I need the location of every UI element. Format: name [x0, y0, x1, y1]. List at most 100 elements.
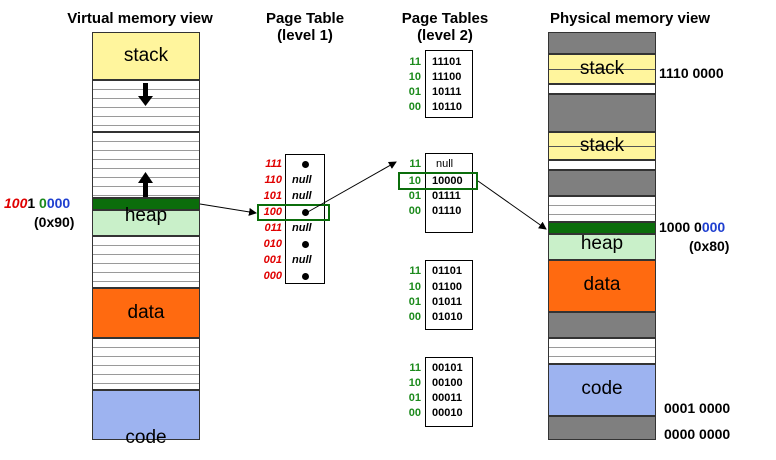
- level2-index: 10: [408, 71, 421, 83]
- level1-pointer-dot: [302, 209, 309, 216]
- level2-entry: 00100: [432, 377, 463, 389]
- virtual-code-label: code: [125, 427, 167, 448]
- level2-entry: null: [436, 158, 454, 170]
- level2-index: 01: [408, 86, 421, 98]
- level2-index: 00: [408, 205, 421, 217]
- level1-index: 110: [264, 174, 282, 186]
- level2-index: 10: [408, 281, 421, 293]
- virtual-address-black: 1: [27, 195, 36, 211]
- virtual-heap-label: heap: [124, 205, 168, 226]
- level2-index: 01: [408, 296, 421, 308]
- level2-index: 01: [408, 190, 421, 202]
- level2-table-2: [425, 153, 473, 233]
- virtual-address-hex: (0x90): [34, 214, 75, 230]
- level2-entry: 10111: [432, 86, 462, 98]
- arrow-level1-to-level2: [305, 161, 397, 214]
- physical-stack-segment-2: stack: [548, 132, 656, 160]
- level2-index: 11: [409, 362, 421, 374]
- virtual-address: 1001 0000: [4, 195, 70, 211]
- level2-index: 10: [408, 377, 421, 389]
- physical-address-code: 0001 0000: [664, 400, 731, 416]
- physical-unused-block: [548, 32, 656, 54]
- level2-table-1: [425, 50, 473, 118]
- page-table-level1-title-line1: Page Table: [265, 10, 345, 27]
- physical-address-heap-hex: (0x80): [689, 238, 730, 254]
- level2-table-4: [425, 357, 473, 427]
- level1-pointer-dot: [302, 241, 309, 248]
- level1-pointer-dot: [302, 161, 309, 168]
- physical-heap-bar: [548, 222, 656, 234]
- physical-stack-segment-1: stack: [548, 54, 656, 84]
- physical-heap-label: heap: [580, 233, 624, 254]
- virtual-address-blue: 000: [46, 195, 71, 211]
- level1-highlight: [257, 204, 330, 221]
- virtual-code-segment: code: [92, 390, 200, 448]
- level1-index: 100: [263, 206, 282, 218]
- level1-pointer-dot: [302, 273, 309, 280]
- level2-entry: 10110: [432, 101, 462, 113]
- level2-index: 11: [409, 265, 421, 277]
- level2-highlight: [398, 172, 478, 190]
- virtual-free-area: [92, 132, 200, 198]
- physical-free-area: [548, 84, 656, 94]
- physical-stack-label-1: stack: [579, 58, 625, 79]
- physical-code-segment: code: [548, 364, 656, 416]
- page-table-level2-title-line1: Page Tables: [401, 10, 489, 27]
- physical-stack-label-2: stack: [579, 135, 625, 156]
- level1-index: 001: [263, 254, 282, 266]
- level1-null: null: [292, 222, 312, 234]
- level2-entry: 01110: [432, 205, 462, 217]
- physical-free-area: [548, 160, 656, 170]
- virtual-address-red: 100: [4, 195, 28, 211]
- level2-entry: 00101: [432, 362, 463, 374]
- level2-entry: 01111: [432, 190, 461, 202]
- physical-unused-block: [548, 312, 656, 338]
- page-table-level1-title: Page Table (level 1): [245, 10, 365, 44]
- level2-entry: 00011: [432, 392, 462, 404]
- physical-address-bottom: 0000 0000: [664, 426, 731, 442]
- level2-table-3: [425, 260, 473, 330]
- virtual-data-label: data: [127, 302, 165, 323]
- level2-entry: 00010: [432, 407, 463, 419]
- stack-growth-down-arrow: [138, 83, 153, 106]
- level2-index: 00: [408, 101, 421, 113]
- physical-free-area: [548, 196, 656, 222]
- physical-unused-block: [548, 170, 656, 196]
- arrow-level2-to-physical: [477, 180, 547, 230]
- heap-growth-up-arrow: [138, 172, 153, 197]
- virtual-memory-title: Virtual memory view: [67, 10, 213, 27]
- physical-unused-block: [548, 416, 656, 440]
- level2-index: 11: [409, 56, 421, 68]
- level1-null: null: [292, 190, 312, 202]
- arrow-virtual-to-level1: [199, 203, 257, 216]
- physical-address-heap-blue: 000: [701, 219, 726, 235]
- level2-entry: 11100: [432, 71, 462, 83]
- level1-index: 101: [263, 190, 282, 202]
- physical-address-stack: 1110 0000: [659, 65, 724, 81]
- physical-data-segment: data: [548, 260, 656, 312]
- level2-entry: 01010: [432, 311, 463, 323]
- physical-free-area: [548, 338, 656, 364]
- level1-index: 000: [263, 270, 282, 282]
- level2-index: 01: [408, 392, 421, 404]
- level2-entry: 01101: [432, 265, 462, 277]
- physical-address-heap: 1000 0000: [659, 219, 725, 235]
- level2-entry: 11101: [432, 56, 462, 68]
- page-table-level2-title-line2: (level 2): [417, 27, 473, 44]
- virtual-address-green: 0: [35, 195, 47, 211]
- page-table-level1-title-line2: (level 1): [277, 27, 333, 44]
- level2-entry: 01100: [432, 281, 462, 293]
- virtual-stack-label: stack: [123, 45, 169, 66]
- level1-index: 010: [263, 238, 282, 250]
- physical-data-label: data: [583, 274, 621, 295]
- level2-index: 00: [408, 407, 421, 419]
- virtual-free-area-2: [92, 236, 200, 288]
- level2-index: 11: [409, 158, 421, 170]
- virtual-heap-bar: [92, 198, 200, 210]
- level1-index: 111: [265, 158, 282, 170]
- physical-address-heap-black: 1000 0: [659, 219, 702, 235]
- virtual-data-segment: data: [92, 288, 200, 338]
- physical-code-label: code: [581, 378, 623, 399]
